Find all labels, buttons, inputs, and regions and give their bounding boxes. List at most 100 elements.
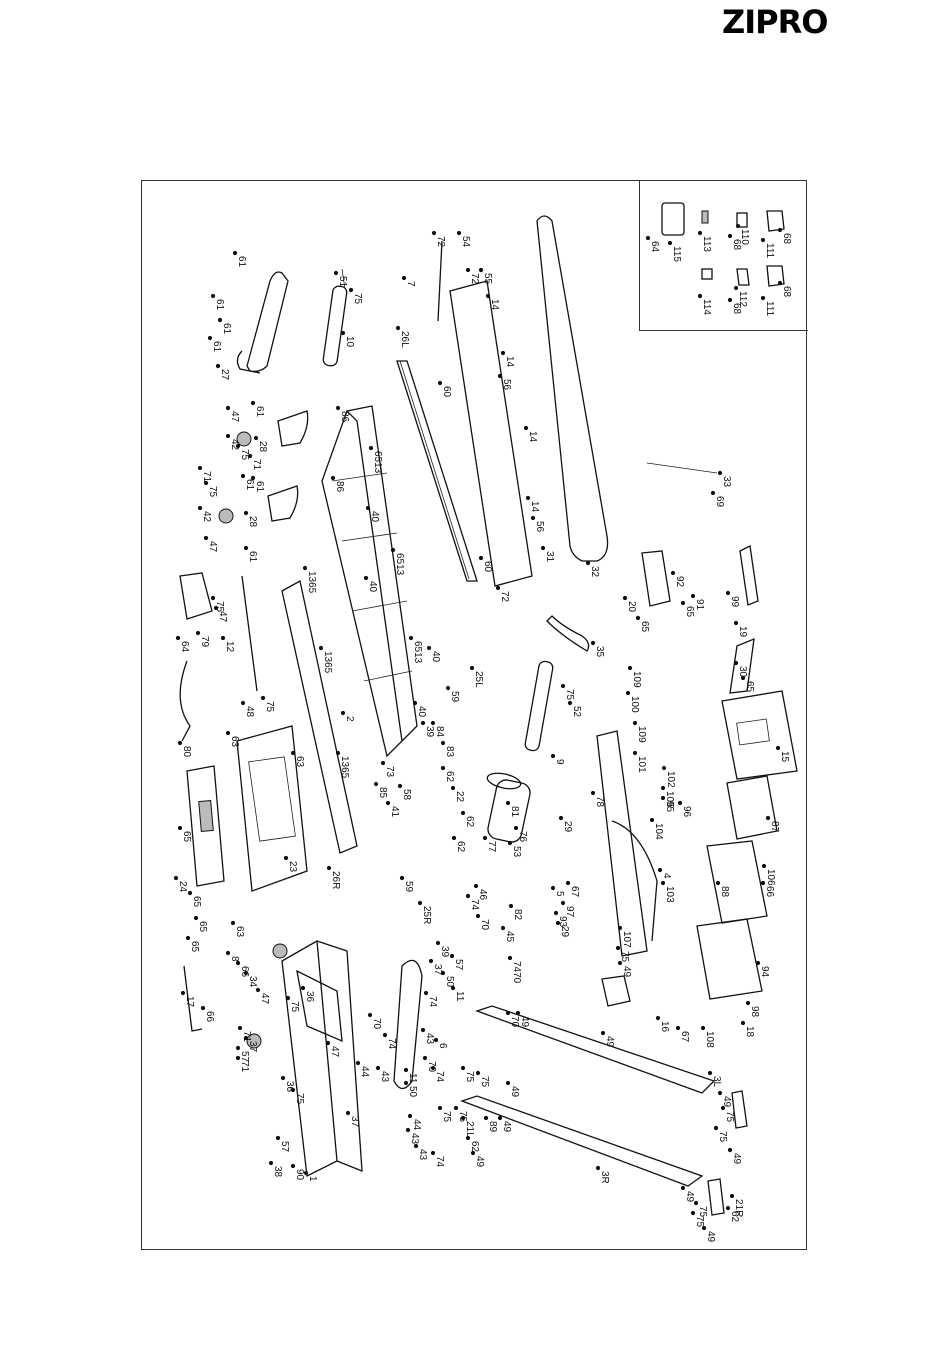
fastener-dot <box>335 750 341 756</box>
fastener-dot <box>590 640 596 646</box>
part-label-43: 43 <box>409 1133 420 1145</box>
fastener-dot <box>220 635 226 641</box>
fastener-dot <box>482 835 488 841</box>
fastener-dot <box>775 745 781 751</box>
fastener-dot <box>540 545 546 551</box>
fastener-dot <box>417 900 423 906</box>
fastener-dot <box>558 815 564 821</box>
fastener-dot <box>677 800 683 806</box>
part-label-75: 75 <box>724 1111 735 1123</box>
part-label-110: 110 <box>739 229 750 245</box>
fastener-dot <box>667 240 673 246</box>
console-base-part <box>696 918 763 1000</box>
fastener-dot <box>250 475 256 481</box>
part-label-103: 103 <box>664 886 675 903</box>
part-label-53: 53 <box>511 846 522 858</box>
part-label-45: 45 <box>504 931 515 943</box>
part-label-62: 62 <box>455 841 466 853</box>
fastener-dot <box>635 615 641 621</box>
fastener-dot <box>177 825 183 831</box>
part-label-102: 102 <box>665 771 676 788</box>
part-label-86: 86 <box>339 411 350 423</box>
part-label-21R: 21R <box>733 1199 744 1217</box>
part-label-72: 72 <box>469 273 480 285</box>
fastener-dot <box>600 1030 606 1036</box>
part-label-30: 30 <box>737 666 748 678</box>
fastener-dot <box>420 1027 426 1033</box>
fastener-dot <box>253 435 259 441</box>
fastener-dot <box>193 915 199 921</box>
fastener-dot <box>735 223 741 229</box>
fastener-dot <box>465 267 471 273</box>
part-label-65: 65 <box>189 941 200 953</box>
part-label-43: 43 <box>417 1149 428 1161</box>
rail-left-part <box>475 1005 716 1094</box>
part-label-62: 62 <box>469 1141 480 1153</box>
fastener-dot <box>195 630 201 636</box>
part-label-27: 27 <box>219 369 230 381</box>
fastener-dot <box>213 605 219 611</box>
part-label-29: 29 <box>559 926 570 938</box>
part-label-107: 107 <box>621 931 632 948</box>
part-label-60: 60 <box>441 386 452 398</box>
fastener-dot <box>485 293 491 299</box>
fastener-dot <box>235 1045 241 1051</box>
fastener-dot <box>240 473 246 479</box>
fastener-dot <box>725 590 731 596</box>
part-label-64: 64 <box>179 641 190 653</box>
motor-cover-part <box>236 725 308 892</box>
part-label-42: 42 <box>201 511 212 523</box>
fastener-dot <box>680 600 686 606</box>
part-label-63: 63 <box>234 926 245 938</box>
part-label-39: 39 <box>439 946 450 958</box>
part-label-94: 94 <box>759 966 770 978</box>
fastener-dot <box>625 690 631 696</box>
motor-part <box>486 772 531 843</box>
fastener-dot <box>755 960 761 966</box>
part-label-61: 61 <box>247 551 258 563</box>
fastener-dot <box>495 585 501 591</box>
accessory-part <box>736 268 750 286</box>
fastener-dot <box>243 970 249 976</box>
fastener-dot <box>437 380 443 386</box>
part-label-65: 65 <box>181 831 192 843</box>
fastener-dot <box>203 535 209 541</box>
part-label-61: 61 <box>244 479 255 491</box>
fastener-dot <box>497 1115 503 1121</box>
fastener-dot <box>290 750 296 756</box>
part-label-115: 115 <box>671 246 682 262</box>
part-label-7: 7 <box>405 281 416 287</box>
part-label-47: 47 <box>259 993 270 1005</box>
fastener-dot <box>382 1032 388 1038</box>
fastener-dot <box>232 250 238 256</box>
fastener-dot <box>403 1080 409 1086</box>
fastener-dot <box>197 465 203 471</box>
fastener-dot <box>649 817 655 823</box>
support-bar-part <box>646 462 718 474</box>
fastener-dot <box>720 1105 726 1111</box>
part-label-49: 49 <box>731 1153 742 1165</box>
part-label-74: 74 <box>434 1071 445 1083</box>
fastener-dot <box>456 230 462 236</box>
part-label-11: 11 <box>454 991 465 1002</box>
fastener-dot <box>243 545 249 551</box>
part-label-56: 56 <box>501 379 512 391</box>
fastener-dot <box>445 685 451 691</box>
fastener-dot <box>235 443 241 449</box>
part-label-65: 65 <box>684 606 695 618</box>
fastener-dot <box>449 953 455 959</box>
running-board-part <box>536 215 609 562</box>
part-label-65: 65 <box>744 681 755 693</box>
part-label-72: 72 <box>499 591 510 603</box>
fastener-dot <box>333 270 339 276</box>
part-label-98: 98 <box>749 1006 760 1018</box>
fastener-dot <box>515 1010 521 1016</box>
side-rail-part <box>437 240 443 322</box>
part-label-43: 43 <box>424 1033 435 1045</box>
fastener-dot <box>200 1005 206 1011</box>
fastener-dot <box>275 1135 281 1141</box>
fastener-dot <box>760 237 766 243</box>
fastener-dot <box>483 1115 489 1121</box>
